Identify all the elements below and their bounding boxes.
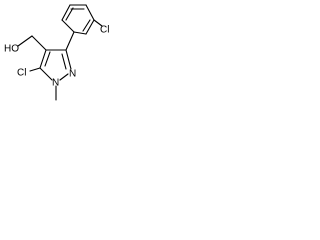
bond-c3-phenyl xyxy=(65,31,75,51)
bond-c3-n2-double xyxy=(61,53,67,70)
atom-label-cl-ring: Cl xyxy=(17,68,26,79)
atom-label-n2: N xyxy=(69,69,76,80)
bond-ph-2 xyxy=(61,4,71,21)
atom-label-n1: N xyxy=(52,78,59,89)
bond-ph-1 xyxy=(61,19,75,33)
bond-ph-double-2 xyxy=(82,19,91,32)
bond-c5-c4-double xyxy=(44,51,51,67)
bond-o-ch2 xyxy=(17,35,33,47)
bond-ph-5 xyxy=(85,19,95,35)
bond-c5-c4 xyxy=(39,49,47,69)
atom-label-ho: HO xyxy=(4,44,19,55)
bond-ph-4 xyxy=(85,4,95,21)
bond-c5-cl xyxy=(29,67,41,72)
bond-ph-6 xyxy=(73,31,87,35)
bond-aryl-cl xyxy=(93,19,103,27)
atom-label-cl-aryl: Cl xyxy=(100,25,109,36)
bond-n2-n1 xyxy=(59,73,69,81)
bond-ch2-c4 xyxy=(31,35,47,51)
bond-c3-n2 xyxy=(65,49,72,70)
bond-ph-double-1 xyxy=(65,7,74,21)
bond-n1-c5 xyxy=(39,67,53,81)
chemical-structure-diagram: HO Cl Cl N N xyxy=(4,4,109,101)
